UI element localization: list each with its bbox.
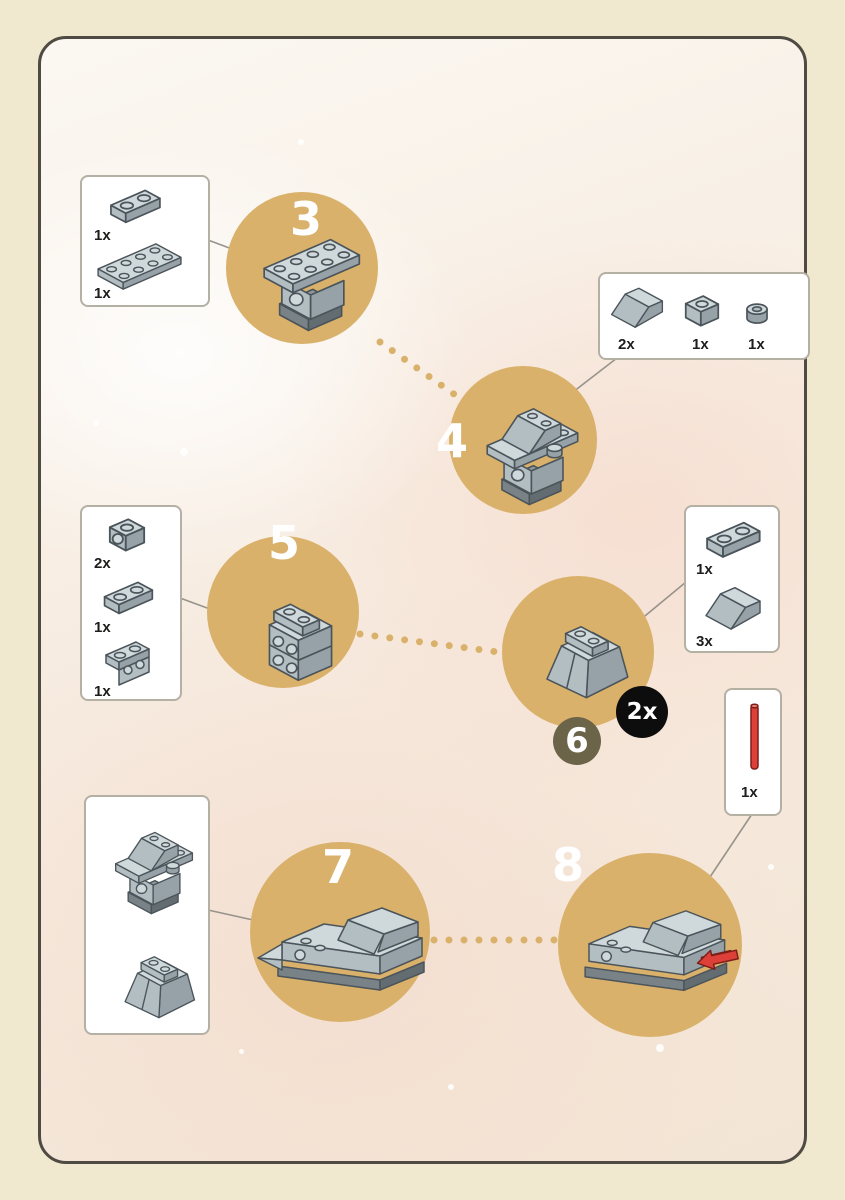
step8-number: 8 xyxy=(551,838,584,892)
plate-1x2-icon xyxy=(706,521,761,558)
bracket-1x2-icon xyxy=(105,641,150,686)
brick-1x1-side-stud-icon xyxy=(108,518,146,552)
subassembly-step6-icon xyxy=(124,956,196,1019)
parts-box-step7 xyxy=(84,795,210,1035)
sparkle-dot xyxy=(298,139,304,145)
qty-label: 1x xyxy=(94,683,111,700)
step3-number: 3 xyxy=(289,192,322,246)
parts-box-step8: 1x xyxy=(724,688,782,816)
subassembly-step4-icon xyxy=(114,831,194,915)
step5-number: 5 xyxy=(267,516,300,570)
sparkle-dot xyxy=(768,864,774,870)
step4-model-icon xyxy=(486,408,579,506)
parts-box-step3: 1x 1x xyxy=(80,175,210,307)
slope-2x2-icon xyxy=(705,586,761,630)
slope-2x2-icon xyxy=(610,287,664,328)
brick-1x1-icon xyxy=(684,295,720,327)
plate-1x2-icon xyxy=(103,581,154,615)
qty-label: 1x xyxy=(741,784,758,801)
step7-number: 7 xyxy=(321,840,354,894)
plate-1x2-icon xyxy=(110,189,161,224)
parts-box-step6: 1x 3x xyxy=(684,505,780,653)
parts-box-step4: 2x 1x 1x xyxy=(598,272,810,360)
parts-box-step5: 2x 1x 1x xyxy=(80,505,182,701)
step5-model-icon xyxy=(268,603,333,682)
qty-label: 2x xyxy=(94,555,111,572)
bar-red-icon xyxy=(750,703,759,770)
sparkle-dot xyxy=(239,1049,244,1054)
sparkle-dot xyxy=(448,1084,454,1090)
round-plate-1x1-icon xyxy=(746,303,768,324)
qty-label: 2x xyxy=(618,336,635,353)
sparkle-dot xyxy=(180,448,188,456)
step6-number: 6 xyxy=(553,717,601,765)
qty-label: 1x xyxy=(94,227,111,244)
step4-number: 4 xyxy=(435,414,468,468)
step6-model-icon xyxy=(546,625,629,699)
sparkle-dot xyxy=(656,1044,664,1052)
qty-label: 1x xyxy=(94,285,111,302)
qty-label: 1x xyxy=(692,336,709,353)
qty-label: 3x xyxy=(696,633,713,650)
step8-model-icon xyxy=(584,910,739,992)
step6-multiplier-badge: 2x xyxy=(616,686,668,738)
qty-label: 1x xyxy=(94,619,111,636)
qty-label: 1x xyxy=(748,336,765,353)
qty-label: 1x xyxy=(696,561,713,578)
sparkle-dot xyxy=(93,420,99,426)
